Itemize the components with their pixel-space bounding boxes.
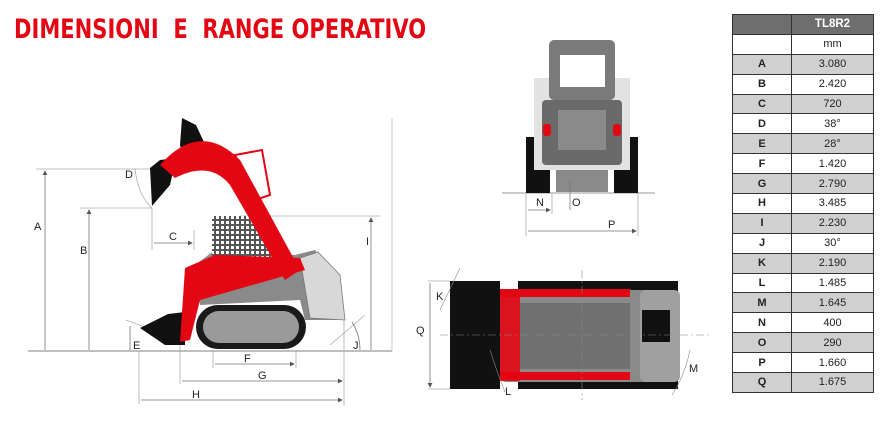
label-J: J — [353, 340, 359, 352]
row-value: 2.190 — [791, 252, 874, 274]
row-value: 400 — [791, 312, 874, 334]
row-key: F — [732, 153, 792, 175]
row-key: N — [732, 312, 792, 334]
row-value: 720 — [791, 93, 874, 115]
row-key: D — [732, 113, 792, 135]
label-B: B — [80, 245, 87, 257]
label-G: G — [258, 370, 267, 382]
row-value: 1.660 — [791, 352, 874, 374]
label-D: D — [125, 169, 133, 181]
unit-label-cell — [732, 33, 792, 55]
label-A: A — [34, 221, 42, 233]
row-value: 1.420 — [791, 153, 874, 175]
label-O: O — [572, 197, 581, 209]
row-value: 3.080 — [791, 53, 874, 75]
row-key: A — [732, 53, 792, 75]
label-E: E — [133, 340, 140, 352]
top-view — [427, 267, 710, 400]
row-value: 38° — [791, 113, 874, 135]
row-key: B — [732, 73, 792, 95]
front-view — [502, 40, 655, 236]
row-value: 3.485 — [791, 193, 874, 214]
row-key: O — [732, 332, 792, 354]
unit-row: mm — [732, 33, 874, 55]
label-C: C — [169, 231, 177, 243]
row-key: P — [732, 352, 792, 374]
label-N: N — [536, 197, 544, 209]
row-key: C — [732, 93, 792, 115]
row-value: 2.790 — [791, 173, 874, 195]
page-title: DIMENSIONI E RANGE OPERATIVO — [14, 14, 427, 45]
row-key: M — [732, 292, 792, 314]
table-header-row: TL8R2 — [732, 14, 874, 35]
unit-cell: mm — [791, 33, 874, 55]
label-K: K — [436, 291, 444, 303]
label-F: F — [244, 353, 251, 365]
row-value: 2.230 — [791, 212, 874, 234]
row-value: 1.675 — [791, 372, 874, 393]
label-Q: Q — [416, 325, 425, 337]
row-value: 1.485 — [791, 272, 874, 294]
row-value: 2.420 — [791, 73, 874, 95]
row-key: H — [732, 193, 792, 214]
row-value: 1.645 — [791, 292, 874, 314]
side-view — [28, 118, 393, 406]
row-key: E — [732, 133, 792, 155]
header-label-cell — [732, 14, 792, 35]
row-key: G — [732, 173, 792, 195]
header-model-cell: TL8R2 — [791, 14, 874, 35]
row-key: I — [732, 212, 792, 234]
row-key: K — [732, 252, 792, 274]
row-key: J — [732, 232, 792, 254]
label-M: M — [689, 363, 698, 375]
row-value: 30° — [791, 232, 874, 254]
label-I: I — [366, 236, 369, 248]
row-key: L — [732, 272, 792, 294]
label-H: H — [192, 389, 200, 401]
row-key: Q — [732, 372, 792, 393]
row-value: 290 — [791, 332, 874, 354]
label-L: L — [505, 386, 511, 398]
label-P: P — [608, 219, 615, 231]
row-value: 28° — [791, 133, 874, 155]
